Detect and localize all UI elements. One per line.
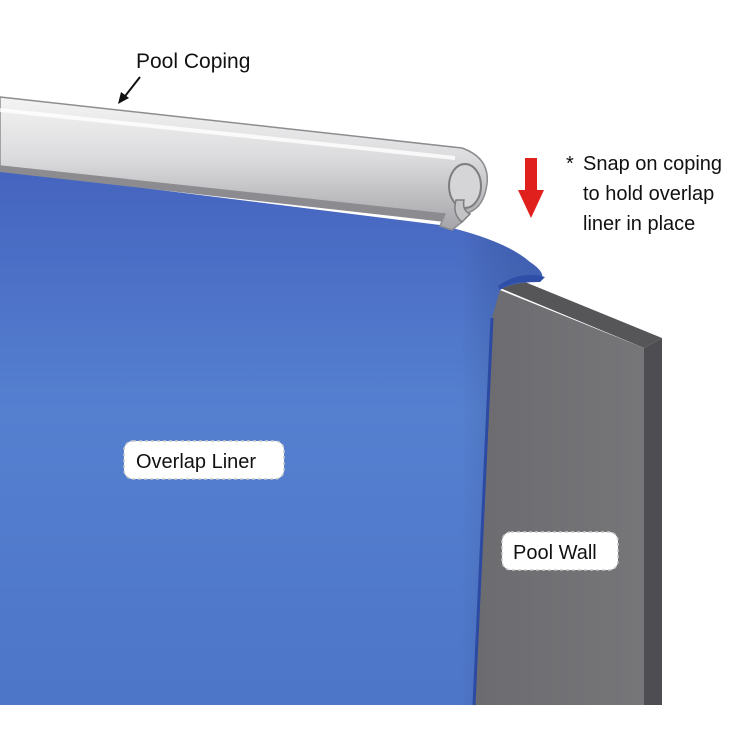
note-asterisk: * bbox=[566, 153, 574, 175]
pool-wall-tag: Pool Wall bbox=[501, 531, 619, 571]
pool-wall-top-edge bbox=[500, 280, 662, 348]
pool-coping-label: Pool Coping bbox=[136, 50, 250, 73]
note-line-1: Snap on coping bbox=[583, 153, 722, 175]
liner-wall-edge bbox=[472, 317, 494, 706]
liner-shade bbox=[0, 170, 543, 705]
pool-wall-face bbox=[474, 290, 644, 705]
pool-coping-callout: Pool Coping bbox=[118, 50, 250, 104]
coping-end-opening bbox=[448, 163, 482, 209]
overlap-liner-label: Overlap Liner bbox=[136, 451, 256, 473]
note-line-3: liner in place bbox=[583, 213, 695, 235]
overlap-liner-tag: Overlap Liner bbox=[123, 440, 285, 480]
coping-body bbox=[0, 96, 489, 231]
snap-note: * Snap on coping to hold overlap liner i… bbox=[566, 153, 722, 235]
overlap-liner bbox=[0, 170, 545, 706]
pool-wall bbox=[474, 280, 662, 705]
pointer-arrow-icon bbox=[118, 76, 141, 104]
coping-highlight bbox=[0, 108, 456, 160]
note-line-2: to hold overlap bbox=[583, 183, 714, 205]
pool-coping bbox=[0, 96, 489, 231]
liner-fold-edge bbox=[498, 274, 545, 290]
pool-wall-side bbox=[644, 338, 662, 705]
pool-wall-label: Pool Wall bbox=[513, 542, 597, 564]
red-down-arrow-icon bbox=[518, 158, 544, 218]
coping-lip bbox=[454, 199, 472, 224]
